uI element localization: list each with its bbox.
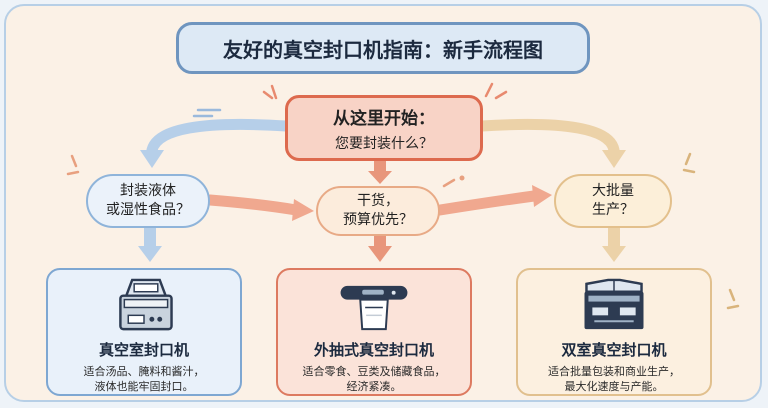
- sparkle-icon: [262, 84, 278, 100]
- question-liquid-line2: 或湿性食品？: [106, 202, 190, 218]
- external-sealer-icon: [340, 285, 408, 331]
- sparkle-icon: [66, 154, 80, 176]
- result-desc-external: 适合零食、豆类及储藏食品， 经济紧凑。: [303, 364, 446, 394]
- arrow-start-to-bulk-head: [602, 150, 626, 168]
- arrow-liquid-to-chamber-head: [138, 246, 162, 262]
- result-desc-chamber-line2: 液体也能牢固封口。: [94, 380, 194, 393]
- page-title: 友好的真空封口机指南：新手流程图: [176, 22, 590, 74]
- question-dry-line2: 预算优先？: [343, 212, 413, 228]
- result-title-double: 双室真空封口机: [561, 341, 667, 359]
- result-card-external: 外抽式真空封口机 适合零食、豆类及储藏食品， 经济紧凑。: [276, 268, 472, 396]
- sparkle-icon: [192, 108, 222, 118]
- result-desc-double-line2: 最大化速度与产能。: [564, 380, 664, 393]
- arrow-bulk-to-double: [608, 228, 620, 248]
- question-liquid-line1: 封装液体: [120, 183, 176, 199]
- arrow-start-to-dry-head: [368, 171, 392, 184]
- result-desc-external-line1: 适合零食、豆类及储藏食品，: [302, 365, 446, 378]
- page-title-text: 友好的真空封口机指南：新手流程图: [223, 37, 543, 62]
- sparkle-icon: [442, 175, 465, 188]
- result-card-double: 双室真空封口机 适合批量包装和商业生产， 最大化速度与产能。: [516, 268, 712, 396]
- arrow-dry-to-bulk-head: [532, 185, 552, 207]
- result-desc-double-line1: 适合批量包装和商业生产，: [548, 365, 680, 378]
- arrow-bulk-to-double-head: [602, 246, 626, 262]
- start-question: 您要封装什么？: [335, 135, 433, 152]
- result-title-external: 外抽式真空封口机: [313, 341, 434, 359]
- arrow-start-to-liquid: [146, 118, 292, 156]
- result-desc-chamber-line1: 适合汤品、腌料和酱汁，: [83, 365, 205, 378]
- question-dry-line1: 干货，: [357, 193, 399, 209]
- result-desc-external-line2: 经济紧凑。: [346, 380, 402, 393]
- sparkle-icon: [484, 82, 508, 100]
- double-chamber-sealer-icon: [584, 278, 644, 330]
- arrow-liquid-to-chamber: [144, 228, 156, 248]
- start-heading: 从这里开始：: [333, 108, 435, 129]
- arrow-start-to-bulk: [476, 118, 620, 156]
- start-node: 从这里开始： 您要封装什么？: [285, 95, 483, 161]
- sparkle-icon: [682, 152, 696, 174]
- arrow-liquid-to-dry: [204, 194, 302, 216]
- chamber-sealer-icon: [119, 278, 173, 331]
- question-bulk: 大批量 生产？: [554, 174, 672, 228]
- result-desc-double: 适合批量包装和商业生产， 最大化速度与产能。: [548, 364, 680, 394]
- arrow-dry-to-external: [374, 236, 386, 248]
- result-desc-chamber: 适合汤品、腌料和酱汁， 液体也能牢固封口。: [84, 364, 205, 394]
- question-liquid: 封装液体 或湿性食品？: [86, 174, 210, 228]
- arrow-dry-to-bulk: [434, 190, 540, 216]
- question-bulk-line1: 大批量: [592, 183, 634, 199]
- result-card-chamber: 真空室封口机 适合汤品、腌料和酱汁， 液体也能牢固封口。: [46, 268, 242, 396]
- question-dry-budget: 干货， 预算优先？: [316, 186, 440, 236]
- arrow-start-to-liquid-head: [140, 150, 164, 168]
- result-title-chamber: 真空室封口机: [98, 341, 189, 359]
- question-bulk-line2: 生产？: [592, 202, 634, 218]
- arrow-dry-to-external-head: [368, 246, 392, 262]
- arrow-liquid-to-dry-head: [292, 199, 314, 221]
- sparkle-icon: [726, 288, 740, 310]
- arrow-start-to-dry: [374, 161, 386, 173]
